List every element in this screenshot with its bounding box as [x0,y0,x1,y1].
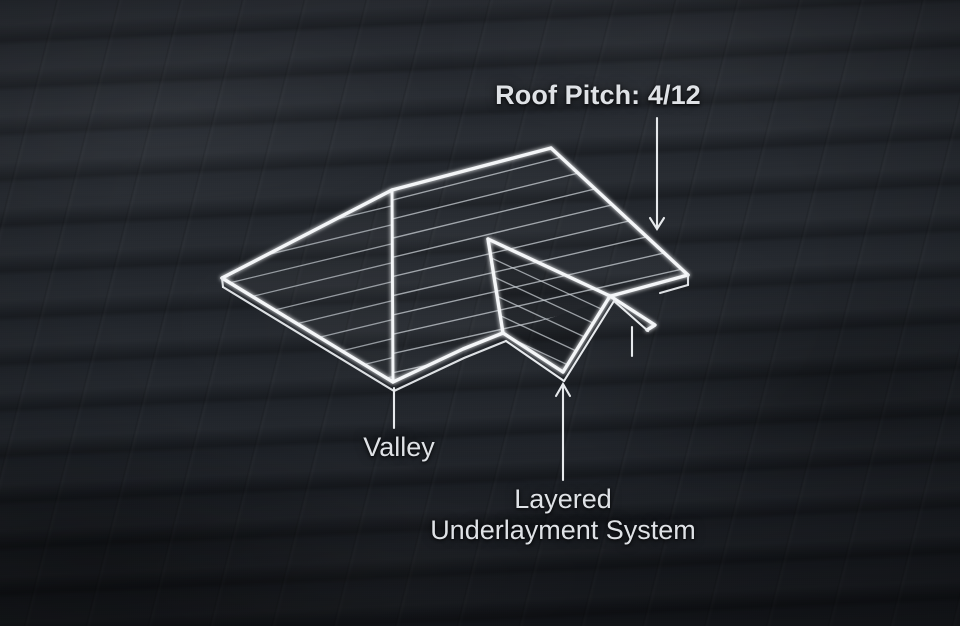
front-eave-edge [391,331,505,384]
left-eave-edge [220,276,395,384]
dormer-right-rake-fascia [562,299,616,383]
annotation-leaders [392,116,666,482]
right-eave-fascia [658,283,690,295]
roof-plane-fills [222,190,610,382]
dormer-left-rake [486,237,505,335]
dormer-fascia-lines [504,299,650,383]
underlayment-label-line2: Underlayment System [430,515,696,546]
left-eave-fascia [221,285,396,393]
left-eave-fascia-cap [220,276,225,289]
underlayment-arrow [554,381,572,482]
underlayment-label-line1: Layered [514,484,612,514]
dormer-eave-return [608,294,657,332]
dormer-ridge-line [486,237,612,298]
dormer-outline [486,237,657,374]
valley-label: Valley [363,432,435,462]
roof-outline [220,146,690,384]
dormer-roof-plane [488,239,610,372]
hip-roof-plane [222,190,393,382]
ridge-line [390,146,553,192]
roof-pitch-label: Roof Pitch: 4/12 [495,80,701,110]
pitch-arrow [648,116,666,231]
dormer-front-eave-fascia [504,339,566,383]
dormer-front-eave [501,331,565,374]
eave-fascia-lines [220,273,690,393]
right-eave-edge [609,273,690,298]
front-hip-ridge [390,188,395,384]
front-eave-fascia [392,339,508,393]
left-hip-edge [220,188,394,280]
dormer-eave-return-fascia [612,299,650,333]
dormer-right-rake [561,294,612,374]
right-hip-edge [549,146,690,277]
